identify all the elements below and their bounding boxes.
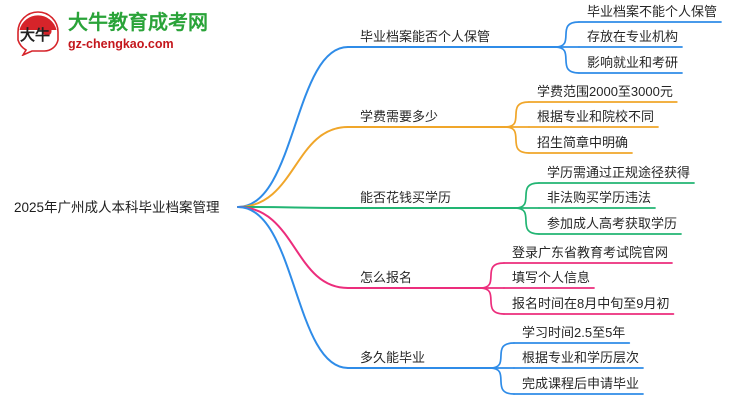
mindmap-branch-2-leaf-1[interactable]: 学费范围2000至3000元 [537, 84, 673, 99]
mindmap-link [237, 126, 349, 208]
mindmap-branch-4-label[interactable]: 怎么报名 [360, 270, 413, 285]
mindmap-branch-2-leaf-2[interactable]: 根据专业和院校不同 [537, 109, 655, 124]
logo-wordmark: 大牛教育成考网 gz-chengkao.com [68, 10, 244, 52]
mindmap-branch-1-leaf-2[interactable]: 存放在专业机构 [587, 29, 679, 44]
mindmap-branch-1-leaf-3[interactable]: 影响就业和考研 [587, 55, 679, 70]
mindmap-branch-2-leaf-3[interactable]: 招生简章中明确 [537, 135, 629, 150]
mindmap-link [554, 46, 580, 74]
logo-mark-icon: 大牛 [14, 10, 62, 57]
mindmap-link [554, 21, 580, 48]
mindmap-branch-3-label[interactable]: 能否花钱买学历 [360, 190, 452, 205]
mindmap-branch-5-leaf-3[interactable]: 完成课程后申请毕业 [522, 376, 640, 391]
mindmap-branch-3-leaf-2[interactable]: 非法购买学历违法 [547, 190, 652, 205]
mindmap-branch-3-leaf-1[interactable]: 学历需通过正规途径获得 [547, 165, 691, 180]
mindmap-link [489, 367, 515, 395]
site-logo: 大牛 大牛教育成考网 gz-chengkao.com [14, 8, 244, 60]
mindmap-link [504, 126, 530, 154]
mindmap-link [489, 342, 515, 369]
mindmap-link [237, 206, 349, 209]
mindmap-branch-5-leaf-2[interactable]: 根据专业和学历层次 [522, 350, 640, 365]
logo-subtitle: gz-chengkao.com [68, 37, 174, 51]
mindmap-branch-4-leaf-2[interactable]: 填写个人信息 [512, 270, 591, 285]
mindmap-branch-2-label[interactable]: 学费需要多少 [360, 109, 439, 124]
mindmap-link [237, 46, 349, 208]
mindmap-link [479, 262, 505, 289]
mindmap-link [504, 101, 530, 128]
mindmap-branch-4-leaf-1[interactable]: 登录广东省教育考试院官网 [512, 245, 669, 260]
mindmap-branch-5-label[interactable]: 多久能毕业 [360, 350, 426, 365]
logo-title: 大牛教育成考网 [68, 10, 208, 34]
mindmap-root-node[interactable]: 2025年广州成人本科毕业档案管理 [14, 200, 220, 215]
mindmap-link [514, 207, 540, 235]
mindmap-links [237, 21, 722, 395]
mindmap-branch-4-leaf-3[interactable]: 报名时间在8月中旬至9月初 [512, 296, 670, 311]
mindmap-branch-1-leaf-1[interactable]: 毕业档案不能个人保管 [587, 4, 718, 19]
mindmap-link [237, 206, 349, 369]
mindmap-link [479, 287, 505, 315]
mindmap-link [237, 206, 349, 289]
mindmap-branch-1-label[interactable]: 毕业档案能否个人保管 [360, 29, 491, 44]
logo-mark-text: 大牛 [20, 26, 50, 44]
mindmap-branch-5-leaf-1[interactable]: 学习时间2.5至5年 [522, 325, 626, 340]
mindmap-link [514, 182, 540, 209]
mindmap-branch-3-leaf-3[interactable]: 参加成人高考获取学历 [547, 216, 678, 231]
